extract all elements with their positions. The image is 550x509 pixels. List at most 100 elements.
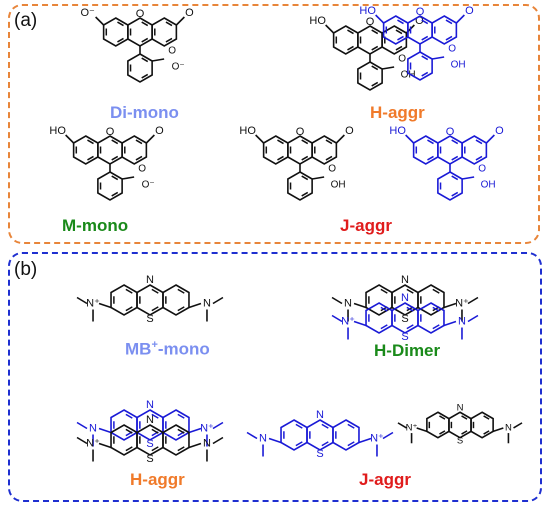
xanthene-ring-right	[151, 17, 178, 47]
double-bond	[439, 415, 446, 420]
xanthene-ring-left	[332, 25, 359, 55]
atom-label: O	[398, 54, 406, 65]
atom-label: N	[203, 437, 211, 449]
double-bond	[295, 441, 303, 447]
bond	[416, 427, 428, 433]
j-aggr-molecule-black: NSN⁺N	[397, 403, 523, 447]
phenothiazine-ring-right	[332, 419, 360, 451]
double-bond	[277, 155, 284, 161]
bond	[405, 134, 415, 144]
double-bond	[451, 139, 459, 145]
double-bond	[135, 155, 143, 161]
double-bond	[371, 45, 379, 51]
mb-mono-molecule: NSN⁺N	[76, 274, 224, 325]
double-bond	[483, 415, 490, 420]
double-bond	[117, 21, 124, 27]
bond	[331, 296, 343, 305]
double-bond	[301, 139, 309, 145]
double-bond	[125, 446, 133, 452]
panel-b-frame	[8, 252, 542, 502]
atom-label: N⁺	[86, 297, 100, 309]
double-bond	[445, 19, 453, 25]
bond	[485, 134, 495, 144]
bond	[76, 421, 88, 430]
double-bond	[325, 155, 333, 161]
double-bond	[125, 413, 133, 419]
h-dimer-molecule-blue: NSN⁺N	[331, 292, 479, 343]
double-bond	[461, 415, 468, 420]
double-bond	[371, 29, 379, 35]
atom-label: N	[458, 315, 466, 327]
bond	[76, 296, 88, 305]
bond	[121, 176, 135, 180]
double-bond	[141, 57, 149, 63]
di-mono-label: Di-mono	[110, 103, 179, 122]
double-bond	[451, 175, 459, 181]
xanthene-ring-left	[72, 135, 99, 165]
atom-label: S	[146, 453, 153, 465]
bond	[212, 296, 224, 305]
atom-label: O	[446, 126, 455, 138]
bond	[151, 58, 165, 62]
double-bond	[451, 155, 459, 161]
double-bond	[451, 191, 459, 197]
atom-label: O	[155, 125, 164, 137]
atom-label: N	[146, 414, 154, 426]
phenothiazine-ring-left	[365, 302, 393, 334]
bond	[431, 56, 445, 60]
bond	[443, 302, 457, 309]
bond	[358, 437, 372, 444]
double-bond	[301, 175, 309, 181]
double-bond	[177, 446, 185, 452]
j-aggr-label-b: J-aggr	[359, 470, 411, 489]
bond	[175, 16, 185, 26]
atom-label: O	[138, 164, 146, 175]
xanthene-ring-left	[262, 135, 289, 165]
atom-label: N	[146, 274, 154, 286]
double-bond	[321, 441, 329, 447]
atom-label: N⁺	[455, 297, 469, 309]
mb-mono-label-sup: +	[151, 339, 158, 351]
double-bond	[125, 306, 133, 312]
bond	[188, 302, 202, 309]
phenothiazine-ring-left	[110, 284, 138, 316]
double-bond	[432, 306, 440, 312]
double-bond	[475, 139, 483, 145]
phenothiazine-ring-center	[306, 419, 334, 451]
phenothiazine-ring-center	[136, 284, 164, 316]
h-aggr-molecule-black: NSN⁺N	[76, 414, 224, 465]
atom-label: O	[106, 126, 115, 138]
double-bond	[125, 288, 133, 294]
atom-label: N	[259, 432, 267, 444]
double-bond	[427, 139, 434, 145]
atom-label: HO	[239, 125, 256, 137]
mb-mono-label: MB+-mono	[125, 339, 210, 360]
atom-label: HO	[309, 15, 326, 27]
bond	[255, 134, 265, 144]
atom-label: HO	[389, 125, 406, 137]
atom-label: O	[495, 125, 504, 137]
double-bond	[445, 35, 453, 41]
atom-label: O	[415, 15, 424, 27]
phenothiazine-ring-left	[426, 411, 450, 439]
atom-label: N	[401, 274, 409, 286]
double-bond	[427, 155, 434, 161]
atom-label: S	[146, 313, 153, 325]
bond	[325, 24, 335, 34]
atom-label: N	[401, 292, 409, 304]
double-bond	[397, 19, 404, 25]
double-bond	[406, 288, 414, 294]
atom-label: O	[168, 46, 176, 57]
double-bond	[371, 81, 379, 87]
xanthene-ring-center	[127, 17, 153, 47]
bond	[353, 302, 367, 309]
bond	[443, 320, 457, 327]
atom-label: O	[345, 125, 354, 137]
atom-label: N	[505, 422, 512, 433]
double-bond	[483, 430, 490, 435]
atom-label: N⁺	[370, 432, 384, 444]
